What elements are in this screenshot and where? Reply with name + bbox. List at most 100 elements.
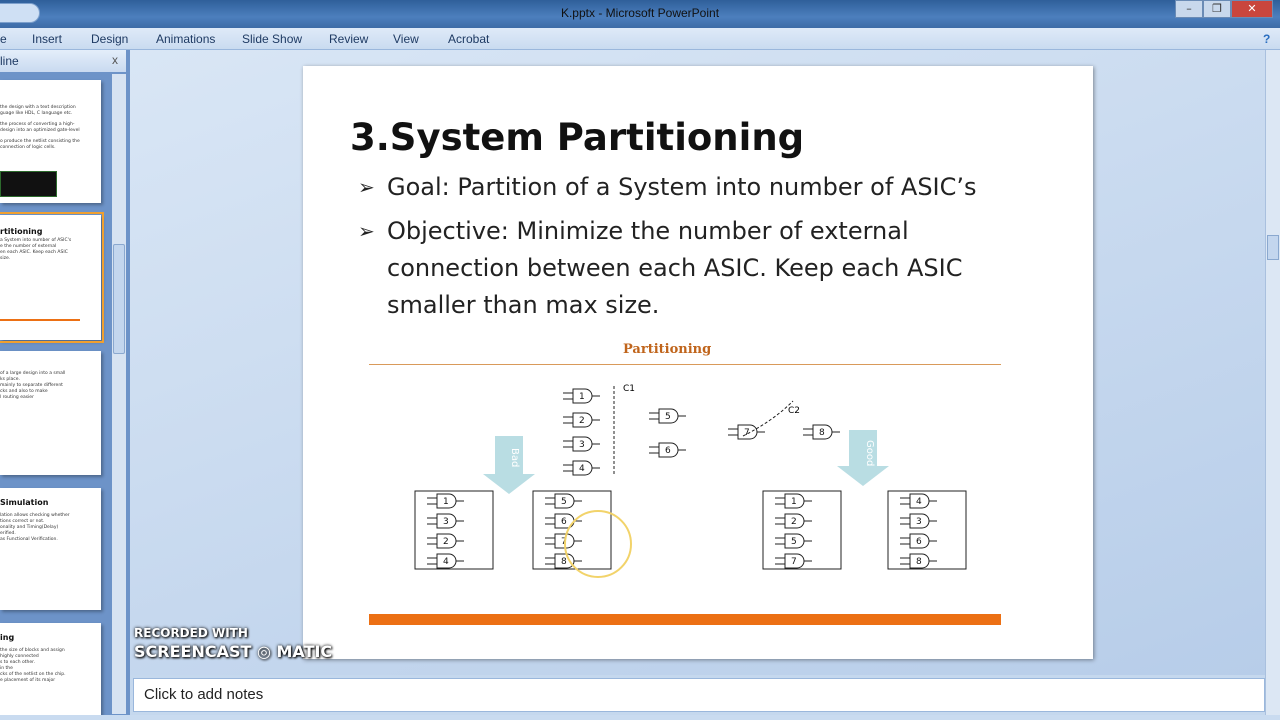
status-bar	[0, 715, 1280, 720]
gate-label: 2	[579, 416, 585, 426]
footer-bar	[369, 614, 1001, 625]
slide-thumbnail-4[interactable]: Simulation lation allows checking whethe…	[0, 488, 101, 610]
thumb-text: ks place.	[0, 377, 20, 382]
quick-access-toolbar[interactable]	[0, 3, 40, 23]
chip-bad-left	[414, 490, 494, 570]
gate-label: 8	[561, 557, 567, 567]
restore-button[interactable]: ❐	[1203, 0, 1231, 18]
logic-gate: 6	[545, 513, 582, 529]
help-icon[interactable]: ?	[1263, 32, 1271, 46]
thumbnail-scrollbar[interactable]	[112, 74, 126, 714]
slide-thumbnail-5[interactable]: ing the size of blocks and assign highly…	[0, 623, 101, 715]
thumb-image	[0, 171, 57, 197]
bad-label: Bad	[509, 448, 520, 467]
slide-thumbnail-2[interactable]: rtitioning a System into number of ASIC'…	[0, 212, 104, 343]
gate-label: 2	[791, 517, 797, 527]
scrollbar-thumb[interactable]	[1267, 235, 1279, 260]
slide-title[interactable]: 3.System Partitioning	[350, 116, 805, 159]
logic-gate: 6	[900, 533, 937, 549]
thumb-text: cks of the netlist on the chip.	[0, 672, 66, 677]
gate-label: 1	[579, 392, 585, 402]
tab-home[interactable]: e	[0, 32, 7, 46]
notes-field[interactable]: Click to add notes	[133, 678, 1265, 712]
thumb-text: l routing easier	[0, 395, 34, 400]
gate-label: 4	[916, 497, 922, 507]
window-title: K.pptx - Microsoft PowerPoint	[560, 6, 720, 20]
bullet-text: Goal: Partition of a System into number …	[387, 173, 977, 201]
logic-gate: 7	[545, 533, 582, 549]
gate-label: 4	[443, 557, 449, 567]
gate-label: 3	[443, 517, 449, 527]
logic-gate: 2	[563, 412, 600, 428]
close-button[interactable]: ✕	[1231, 0, 1273, 18]
tab-review[interactable]: Review	[329, 32, 369, 46]
slide-thumbnail-3[interactable]: of a large design into a small ks place.…	[0, 351, 101, 475]
gate-label: 5	[665, 412, 671, 422]
thumb-text: highly connected	[0, 654, 39, 659]
gate-label: 7	[791, 557, 797, 567]
tab-animations[interactable]: Animations	[156, 32, 216, 46]
logic-gate: 5	[649, 408, 686, 424]
scrollbar-thumb[interactable]	[113, 244, 125, 354]
gate-label: 8	[916, 557, 922, 567]
gate-label: 4	[579, 464, 585, 474]
ribbon-tabs: e Insert Design Animations Slide Show Re…	[0, 28, 1280, 50]
close-pane-icon[interactable]: x	[112, 53, 118, 67]
logic-gate: 4	[563, 460, 600, 476]
slide-thumbnail-1[interactable]: the design with a text description guage…	[0, 80, 101, 203]
good-label: Good	[864, 440, 875, 466]
logic-gate: 4	[427, 553, 464, 569]
gate-label: 6	[665, 446, 671, 456]
gate-label: 6	[561, 517, 567, 527]
logic-gate: 6	[649, 442, 686, 458]
bullet-text: Objective: Minimize the number of extern…	[387, 217, 963, 319]
tab-acrobat[interactable]: Acrobat	[448, 32, 490, 46]
thumb-text: e placement of its major	[0, 678, 56, 683]
thumb-text: design into an optimized gate-level	[0, 128, 80, 133]
thumb-text: o produce the netlist consisting the	[0, 139, 80, 144]
gate-label: 7	[744, 428, 750, 438]
thumb-text: a System into number of ASIC's	[0, 238, 72, 243]
arrow-bullet-icon: ➢	[358, 219, 375, 243]
logic-gate: 1	[775, 493, 812, 509]
thumb-text: connection of logic cells.	[0, 145, 56, 150]
thumb-text: the design with a text description	[0, 105, 76, 110]
tab-slide-show[interactable]: Slide Show	[242, 32, 303, 46]
logic-gate: 5	[775, 533, 812, 549]
thumb-text: onality and Timing(Delay)	[0, 525, 59, 530]
screencast-watermark: RECORDED WITH SCREENCAST ◎ MATIC	[134, 626, 333, 662]
logic-gate: 1	[427, 493, 464, 509]
cut-label-c1: C1	[623, 384, 635, 394]
thumb-text: the size of blocks and assign	[0, 648, 65, 653]
thumb-text: guage like HDL, C language etc.	[0, 111, 73, 116]
chip-bad-right	[532, 490, 612, 570]
good-arrow: Good	[837, 430, 889, 486]
watermark-line1: RECORDED WITH	[134, 626, 248, 640]
tab-insert[interactable]: Insert	[32, 32, 63, 46]
gate-label: 8	[819, 428, 825, 438]
tab-design[interactable]: Design	[91, 32, 129, 46]
logic-gate: 1	[563, 388, 600, 404]
gate-label: 6	[916, 537, 922, 547]
bullet-goal[interactable]: ➢ Goal: Partition of a System into numbe…	[358, 169, 1018, 206]
gate-label: 5	[561, 497, 567, 507]
chip-good-left	[762, 490, 842, 570]
logic-gate: 3	[900, 513, 937, 529]
slide-canvas[interactable]: 3.System Partitioning ➢ Goal: Partition …	[303, 66, 1093, 659]
gate-label: 2	[443, 537, 449, 547]
vertical-scrollbar[interactable]	[1265, 50, 1280, 715]
minimize-button[interactable]: –	[1175, 0, 1203, 18]
logic-gate: 3	[563, 436, 600, 452]
tab-view[interactable]: View	[393, 32, 419, 46]
thumb-text: s to each other.	[0, 660, 36, 665]
watermark-line2: SCREENCAST ◎ MATIC	[134, 642, 333, 661]
tab-outline[interactable]: line	[0, 54, 19, 68]
thumb-text: size.	[0, 256, 11, 261]
thumb-text: lation allows checking whether	[0, 513, 70, 518]
thumb-text: of a large design into a small	[0, 371, 66, 376]
bullet-objective[interactable]: ➢ Objective: Minimize the number of exte…	[358, 213, 1018, 324]
thumb-title: ing	[0, 633, 15, 642]
title-bar: K.pptx - Microsoft PowerPoint – ❐ ✕	[0, 0, 1280, 28]
thumb-text: in the	[0, 666, 13, 671]
